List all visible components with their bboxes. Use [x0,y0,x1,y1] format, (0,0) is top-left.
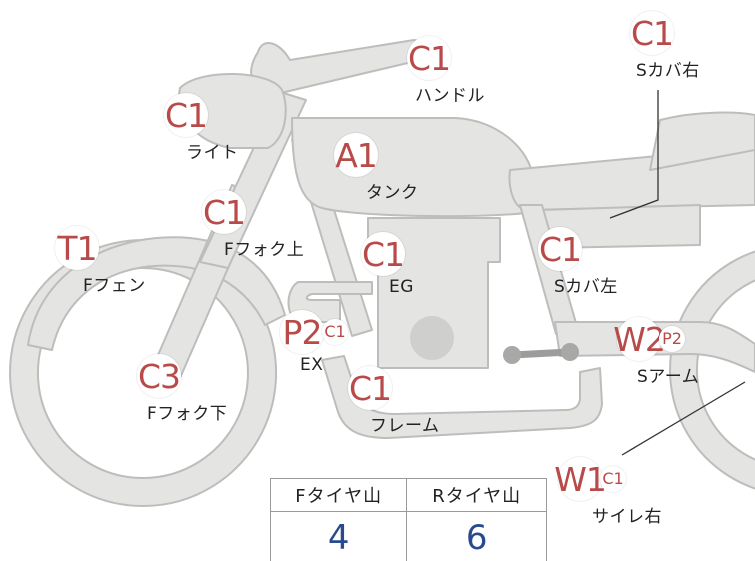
part-label: フレーム [370,416,440,436]
leader-line-silencer [621,381,746,456]
grade-badge: T1 [55,226,99,270]
part-tank[interactable]: A1 タンク [334,133,454,214]
part-label: サイレ右 [592,507,662,527]
part-label: Sカバ右 [636,61,700,81]
leader-line-side-cover-right [609,90,659,219]
part-light[interactable]: C1 ライト [164,93,284,174]
part-label: Fフォク上 [224,240,305,260]
part-label: タンク [366,183,419,203]
grade-badge: W2 [613,317,666,361]
part-side-cover-right[interactable]: C1 Sカバ右 [630,11,750,92]
rear-shock [508,348,574,359]
front-tire-header: Fタイヤ山 [269,478,408,512]
part-label: EX [300,355,324,375]
grade-badge: C1 [538,227,582,271]
grade-badge: C1 [361,232,405,276]
part-label: Sカバ左 [554,277,618,297]
grade-badge: A1 [334,133,378,177]
part-label: Sアーム [637,367,700,387]
part-fork-upper[interactable]: C1 Fフォク上 [202,190,322,271]
part-label: Fフォク下 [147,404,228,424]
part-label: ライト [186,143,239,163]
grade-badge: C1 [630,11,674,55]
grade-badge-secondary: P2 [659,326,685,352]
grade-badge: P2 [280,310,324,354]
rear-tire-value: 6 [406,511,547,561]
part-side-cover-left[interactable]: C1 Sカバ左 [538,227,658,308]
frame-lower [321,355,603,439]
part-fork-lower[interactable]: C3 Fフォク下 [137,354,257,435]
grade-badge: C1 [348,366,392,410]
grade-badge: C3 [137,354,181,398]
grade-badge: W1 [554,457,607,501]
part-swing-arm[interactable]: W2 P2 Sアーム [613,317,737,398]
part-label: ハンドル [415,86,485,106]
grade-badge-secondary: C1 [600,466,626,492]
part-frame[interactable]: C1 フレーム [348,366,468,447]
grade-badge: C1 [202,190,246,234]
grade-badge-secondary: C1 [322,319,348,345]
front-tire-value: 4 [269,511,408,561]
part-exhaust[interactable]: P2 C1 EX [280,310,400,391]
part-fender[interactable]: T1 Fフェン [55,226,175,307]
part-label: EG [389,277,414,297]
part-silencer-right[interactable]: W1 C1 サイレ右 [554,457,678,538]
engine-cover [410,316,454,360]
rear-tire-header: Rタイヤ山 [406,478,547,512]
grade-badge: C1 [407,36,451,80]
part-handle[interactable]: C1 ハンドル [407,36,527,117]
rear-wheel [669,250,755,490]
tire-tread-table: Fタイヤ山 Rタイヤ山 4 6 [269,478,547,561]
tail-section [649,111,755,171]
grade-badge: C1 [164,93,208,137]
part-engine[interactable]: C1 EG [361,232,481,313]
part-label: Fフェン [83,276,146,296]
